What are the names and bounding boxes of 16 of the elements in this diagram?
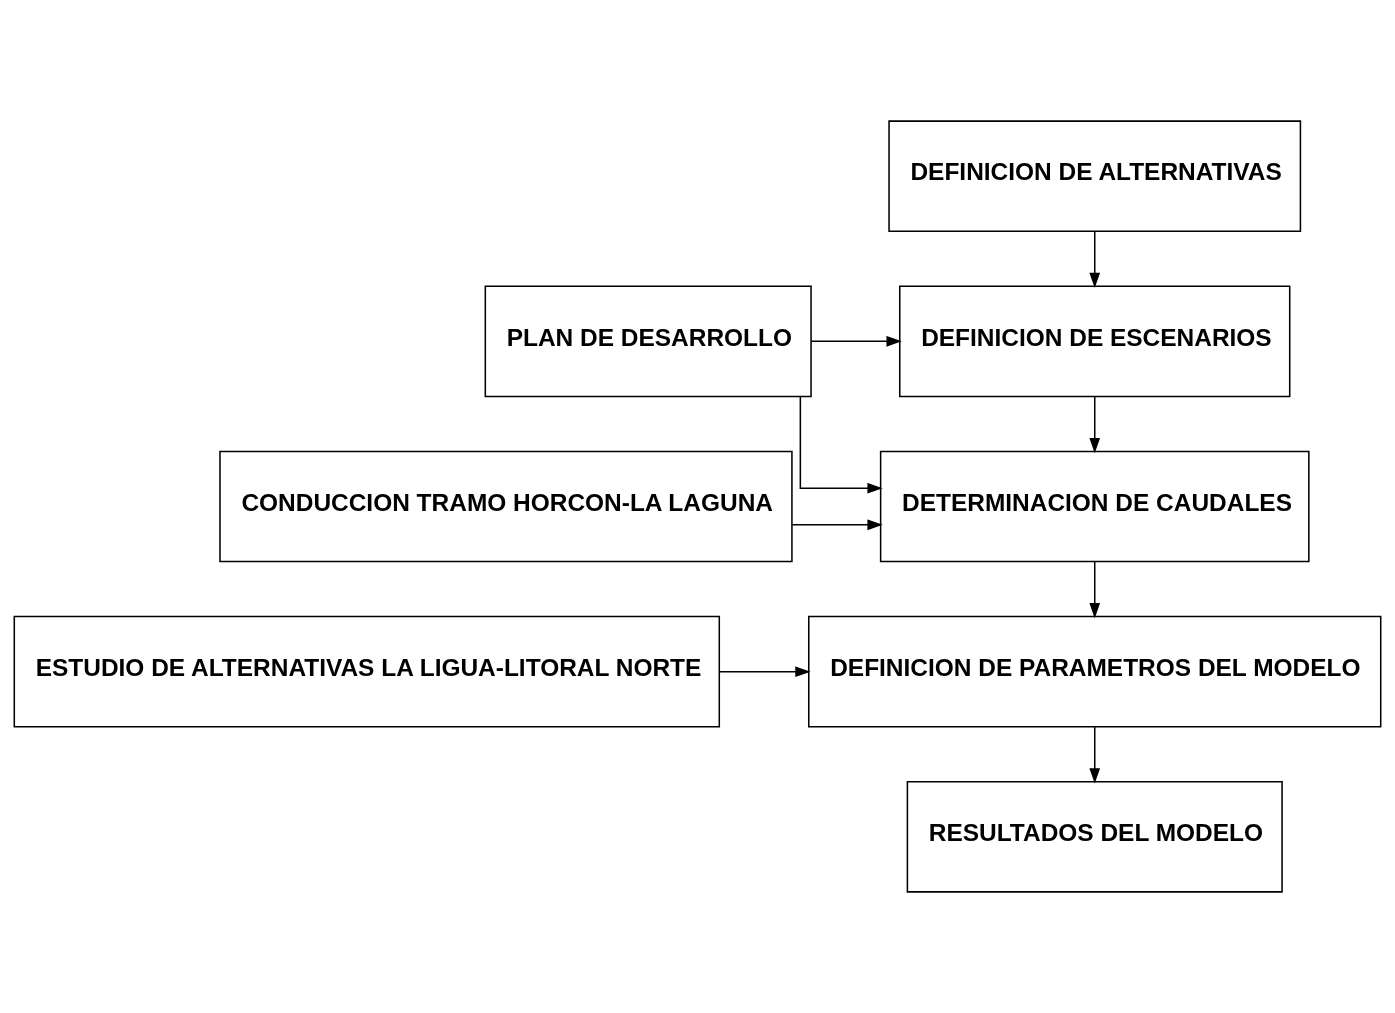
arrow: [799, 395, 883, 494]
node-box: PLAN DE DESARROLLO: [484, 285, 812, 398]
arrow: [1089, 726, 1101, 784]
node-box: CONDUCCION TRAMO HORCON-LA LAGUNA: [219, 450, 793, 563]
node-box: DEFINICION DE PARAMETROS DEL MODELO: [808, 615, 1382, 728]
node-box: ESTUDIO DE ALTERNATIVAS LA LIGUA-LITORAL NORTE: [13, 615, 721, 728]
arrow: [1089, 561, 1101, 619]
arrow: [791, 519, 883, 531]
node-box: RESULTADOS DEL MODELO: [906, 781, 1283, 893]
node-box: DEFINICION DE ALTERNATIVAS: [888, 120, 1302, 232]
node-box: DEFINICION DE ESCENARIOS: [899, 285, 1291, 398]
arrow: [810, 335, 902, 347]
arrow: [718, 666, 811, 678]
arrow: [1089, 230, 1101, 289]
arrow: [1089, 396, 1101, 454]
node-box: DETERMINACION DE CAUDALES: [879, 450, 1310, 563]
